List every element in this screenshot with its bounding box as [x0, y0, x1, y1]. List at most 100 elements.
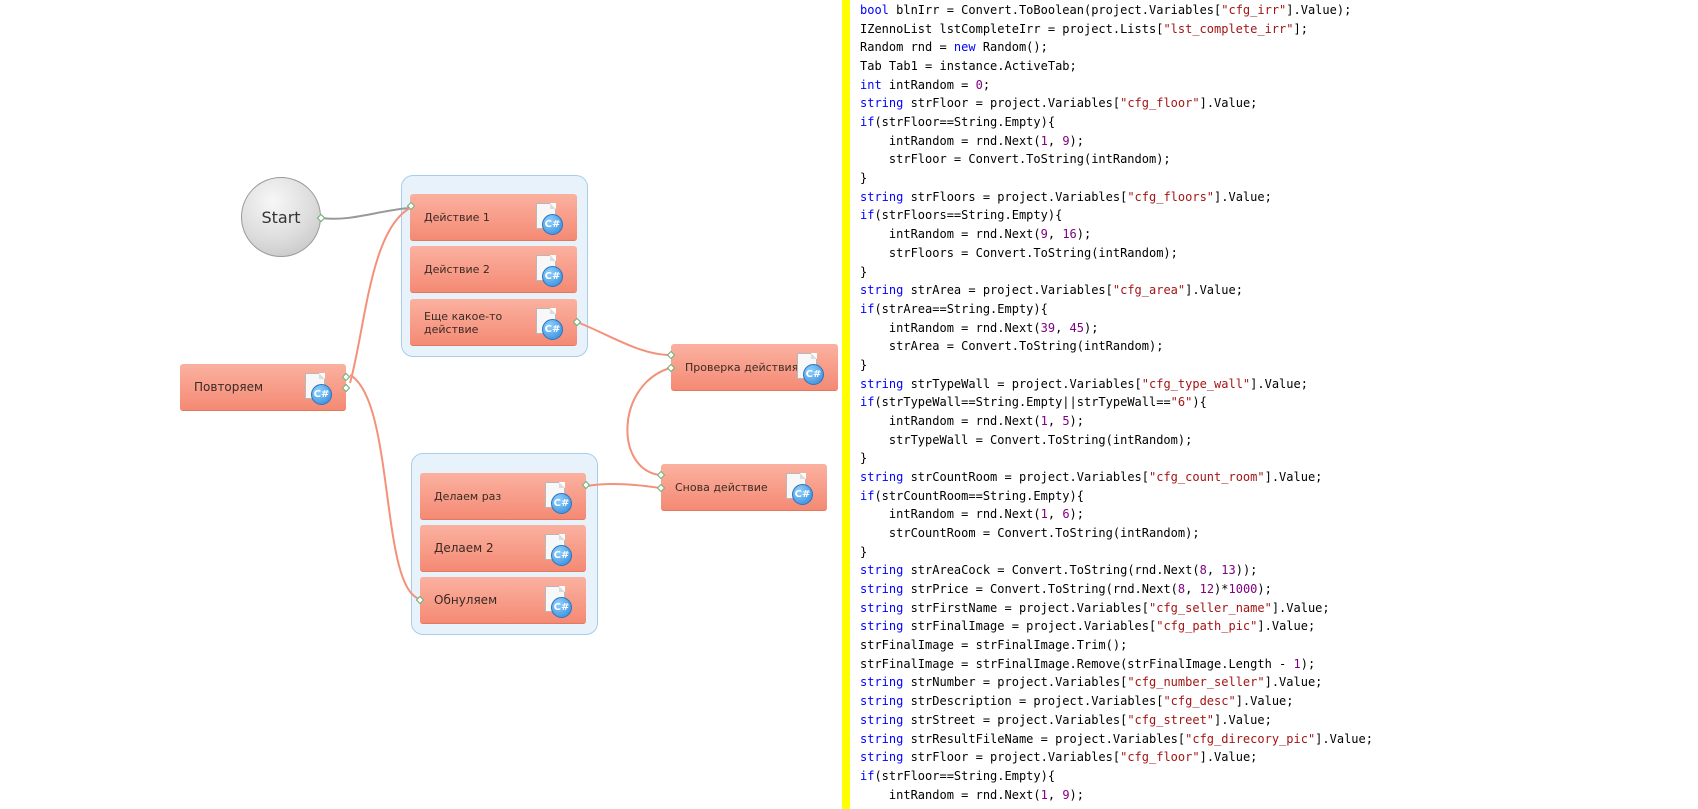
code-token: ].Value; [1214, 189, 1272, 204]
code-line: string strFloor = project.Variables["cfg… [860, 94, 1257, 113]
code-token: 1 [1040, 133, 1048, 148]
code-token: 16 [1062, 227, 1077, 242]
code-line: string strFloors = project.Variables["cf… [860, 188, 1272, 207]
code-line: intRandom = rnd.Next(39, 45); [860, 319, 1099, 338]
code-line: int intRandom = 0; [860, 76, 990, 95]
code-token: string [860, 600, 904, 615]
connection-wires [321, 207, 671, 600]
code-token: "cfg_floor" [1120, 750, 1200, 765]
code-token: string [860, 376, 904, 391]
code-token: strFinalImage = strFinalImage.Remove(str… [860, 656, 1294, 671]
code-line: string strFloor = project.Variables["cfg… [860, 748, 1257, 767]
start-node[interactable]: Start [241, 177, 321, 257]
code-token: "cfg_floors" [1127, 189, 1215, 204]
code-token: ){ [1192, 395, 1207, 410]
code-token: if [860, 395, 875, 410]
code-line: string strStreet = project.Variables["cf… [860, 711, 1272, 730]
code-token: "cfg_desc" [1163, 694, 1236, 709]
code-token: "lst_complete_irr" [1163, 21, 1294, 36]
code-token: "cfg_floor" [1120, 96, 1200, 111]
code-token: string [860, 675, 904, 690]
action-node-3[interactable]: Еще какое-то действие C# [410, 299, 577, 346]
code-line: string strNumber = project.Variables["cf… [860, 673, 1322, 692]
code-token: string [860, 189, 904, 204]
wire-again-to-do-once [586, 483, 661, 489]
repeat-node[interactable]: Повторяем C# [180, 364, 346, 411]
code-line: if(strFloors==String.Empty){ [860, 206, 1062, 225]
csharp-file-icon: C# [305, 373, 332, 405]
code-token: 1000 [1228, 582, 1258, 597]
code-token: strFinalImage = strFinalImage.Trim(); [860, 638, 1128, 653]
code-token: } [860, 171, 868, 186]
code-token: 0 [975, 77, 983, 92]
do-two-node[interactable]: Делаем 2 C# [420, 525, 586, 572]
yellow-divider [842, 0, 850, 809]
do-once-label: Делаем раз [434, 490, 502, 503]
csharp-file-icon: C# [797, 353, 824, 385]
code-token: strAreaCock = Convert.ToString(rnd.Next( [903, 563, 1200, 578]
action-node-1[interactable]: Действие 1 C# [410, 194, 577, 241]
code-line: } [860, 263, 867, 282]
code-token: intRandom = rnd.Next( [860, 787, 1041, 802]
code-token: string [860, 750, 904, 765]
code-token: 9 [1040, 227, 1048, 242]
code-token: strFloor = project.Variables[ [903, 750, 1121, 765]
code-token: strCountRoom = project.Variables[ [903, 470, 1149, 484]
code-token: 9 [1062, 133, 1070, 148]
code-token: (strFloor==String.Empty){ [874, 768, 1056, 783]
csharp-file-icon: C# [536, 308, 563, 340]
reset-label: Обнуляем [434, 593, 498, 607]
code-token: ].Value; [1199, 96, 1258, 111]
code-token: string [860, 470, 904, 484]
code-token: , [1206, 563, 1222, 578]
code-line: } [860, 169, 867, 188]
csharp-file-icon: C# [536, 255, 563, 287]
code-token: "cfg_street" [1127, 712, 1215, 727]
code-line: string strTypeWall = project.Variables["… [860, 375, 1308, 394]
code-token: intRandom = rnd.Next( [860, 320, 1041, 335]
code-line: } [860, 543, 867, 562]
code-token: strCountRoom = Convert.ToString(intRando… [860, 526, 1200, 541]
check-action-node[interactable]: Проверка действия C# [671, 344, 838, 391]
action-node-2[interactable]: Действие 2 C# [410, 246, 577, 293]
csharp-file-icon: C# [545, 534, 572, 566]
code-token: (strCountRoom==String.Empty){ [874, 488, 1084, 503]
code-token: string [860, 712, 904, 727]
flow-canvas[interactable]: Start Действие 1 C# Действие 2 C# Еще ка… [0, 0, 840, 809]
code-token: Random rnd = [860, 40, 954, 55]
code-line: strFinalImage = strFinalImage.Remove(str… [860, 655, 1315, 674]
code-editor[interactable]: bool blnIrr = Convert.ToBoolean(project.… [850, 0, 1698, 809]
again-action-node[interactable]: Снова действие C# [661, 464, 827, 511]
code-token: 8 [1199, 563, 1207, 578]
code-token: "cfg_direcory_pic" [1185, 731, 1316, 746]
code-line: strFloor = Convert.ToString(intRandom); [860, 150, 1171, 169]
code-line: strCountRoom = Convert.ToString(intRando… [860, 524, 1200, 543]
reset-node[interactable]: Обнуляем C# [420, 577, 586, 624]
code-token: blnIrr = Convert.ToBoolean(project.Varia… [888, 3, 1222, 17]
code-token: "cfg_number_seller" [1127, 675, 1265, 690]
code-token: 39 [1040, 320, 1056, 335]
code-token: IZennoList lstCompleteIrr = project.List… [860, 21, 1164, 36]
code-token: intRandom = rnd.Next( [860, 413, 1041, 428]
code-token: ].Value; [1214, 712, 1272, 727]
csharp-file-icon: C# [545, 586, 572, 618]
code-token: string [860, 283, 904, 298]
code-token: string [860, 96, 904, 111]
code-token: bool [860, 3, 889, 17]
code-token: intRandom = rnd.Next( [860, 133, 1041, 148]
csharp-file-icon: C# [786, 473, 813, 505]
again-action-label: Снова действие [675, 481, 768, 494]
code-token: )); [1235, 563, 1258, 578]
code-token: intRandom = rnd.Next( [860, 507, 1041, 522]
code-token: string [860, 582, 904, 597]
code-token: , [1047, 227, 1063, 242]
do-once-node[interactable]: Делаем раз C# [420, 473, 586, 520]
action-2-label: Действие 2 [424, 263, 490, 276]
code-line: if(strFloor==String.Empty){ [860, 113, 1055, 132]
code-line: if(strArea==String.Empty){ [860, 300, 1048, 319]
code-line: string strAreaCock = Convert.ToString(rn… [860, 561, 1257, 580]
repeat-label: Повторяем [194, 380, 264, 394]
code-line: string strFirstName = project.Variables[… [860, 599, 1330, 618]
code-token: ); [1083, 320, 1099, 335]
code-token: strTypeWall = Convert.ToString(intRandom… [860, 432, 1193, 447]
